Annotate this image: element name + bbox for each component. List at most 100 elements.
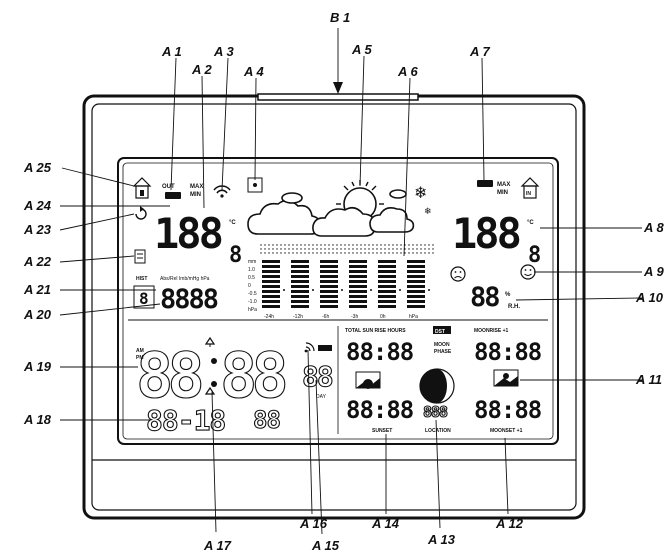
bar-axis-left-label: -1.0 <box>248 299 257 305</box>
leader-a1 <box>170 57 177 191</box>
pm-label: PM <box>136 355 144 361</box>
callout-a11: A 11 <box>635 372 662 387</box>
sunrise-time: 88:88 <box>346 338 413 366</box>
bar-segment <box>291 270 309 273</box>
bar-segment <box>407 265 425 268</box>
alarm-bell-icon <box>204 336 216 347</box>
forecast-block: ❄ ❄ <box>247 177 436 256</box>
device-housing <box>82 93 586 520</box>
total-sunrise-label: TOTAL SUN RISE HOURS <box>345 328 406 334</box>
moonrise-time: 88:88 <box>474 338 541 366</box>
bar-segment <box>407 270 425 273</box>
bar-segment <box>320 260 338 263</box>
bar-segment <box>320 300 338 303</box>
radio-signal-icon <box>304 342 315 353</box>
leader-a25 <box>61 167 135 187</box>
callout-a24: A 24 <box>23 198 52 213</box>
clock-block: AM PM 88 88 88 DAY 88-18 88 <box>135 336 335 438</box>
bar-segment <box>378 305 396 308</box>
bar-segment <box>378 280 396 283</box>
bar-segment <box>291 295 309 298</box>
refresh-icon <box>135 206 147 220</box>
clock-seconds: 88 <box>302 360 333 393</box>
bar-segment <box>320 270 338 273</box>
bar-columns <box>262 260 430 308</box>
bar-segment <box>262 305 280 308</box>
bar-segment <box>378 260 396 263</box>
leader-a5 <box>359 55 365 187</box>
bar-marker <box>399 289 401 291</box>
moonset-time: 88:88 <box>474 396 541 424</box>
bar-segment <box>262 285 280 288</box>
bar-axis-left-label: 1.0 <box>248 267 255 273</box>
pressure-value: 8888 <box>160 284 218 315</box>
bar-axis-bottom-label: -12h <box>293 314 303 320</box>
dst-badge-small <box>318 345 332 351</box>
bar-segment <box>349 290 367 293</box>
rain-pattern <box>258 242 436 256</box>
sad-face-icon <box>450 266 466 282</box>
bar-segment <box>378 290 396 293</box>
callout-a18: A 18 <box>23 412 52 427</box>
bar-segment <box>262 295 280 298</box>
callout-a19: A 19 <box>23 359 52 374</box>
bar-segment <box>378 300 396 303</box>
bar-segment <box>262 290 280 293</box>
housing-inner <box>91 103 577 511</box>
abs-rel-label: Abs/Rel Imb/mHg hPa <box>160 276 210 282</box>
out-temp-unit: °C <box>229 220 236 226</box>
moonrise-label: MOONRISE +1 <box>474 328 509 334</box>
sun-moon-block: TOTAL SUN RISE HOURS 88:88 DST MOON PHAS… <box>345 326 542 434</box>
callout-a17: A 17 <box>203 538 232 553</box>
callout-a4: A 4 <box>243 64 265 79</box>
alarm-bell-icon-2 <box>204 386 216 395</box>
bar-segment <box>291 290 309 293</box>
snooze-bar <box>257 93 419 101</box>
bar-segment <box>378 295 396 298</box>
out-temp-decimal: 8 <box>229 243 242 268</box>
leader-a4 <box>254 77 257 181</box>
bar-segment <box>349 305 367 308</box>
in-battery-icon <box>477 180 493 187</box>
bar-segment <box>320 275 338 278</box>
bar-segment <box>320 285 338 288</box>
humidity-value: 88 <box>470 282 499 313</box>
leader-a12 <box>504 437 509 515</box>
callout-a13: A 13 <box>427 532 456 547</box>
in-temp-decimal: 8 <box>528 243 541 268</box>
humidity-percent: % <box>505 292 511 298</box>
pressure-block: HIST Abs/Rel Imb/mHg hPa 8 8888 <box>133 276 220 315</box>
bar-marker <box>370 289 372 291</box>
leader-a10 <box>515 297 643 301</box>
bar-segment <box>349 260 367 263</box>
snowflake-icon: ❄ ❄ <box>414 183 432 217</box>
leader-a13 <box>435 419 441 529</box>
leader-a17 <box>211 391 217 533</box>
clock-minutes: 88 <box>220 339 285 412</box>
bar-segment <box>349 295 367 298</box>
forecast-alert-icon <box>247 177 263 193</box>
bar-segment <box>262 270 280 273</box>
day-label: DAY <box>316 394 327 400</box>
house-out-icon <box>132 177 152 199</box>
in-min-label: MIN <box>497 190 508 196</box>
weekday-value: 88 <box>253 406 280 434</box>
svg-text:❄: ❄ <box>424 207 432 217</box>
bar-segment <box>378 270 396 273</box>
am-label: AM <box>136 348 144 354</box>
leader-a16 <box>307 349 313 515</box>
bar-segment <box>320 295 338 298</box>
out-temp-value: 188 <box>154 209 222 258</box>
moon-phase-icon <box>419 368 455 404</box>
bar-axis-left-label: 0.5 <box>248 275 255 281</box>
callout-a3: A 3 <box>213 44 235 59</box>
callout-a6: A 6 <box>397 64 419 79</box>
bar-segment <box>407 285 425 288</box>
cloud-icon <box>247 189 415 237</box>
hist-label: HIST <box>136 276 147 282</box>
callout-a15: A 15 <box>311 538 340 553</box>
leader-b1-arrow <box>333 82 343 94</box>
bar-segment <box>320 265 338 268</box>
